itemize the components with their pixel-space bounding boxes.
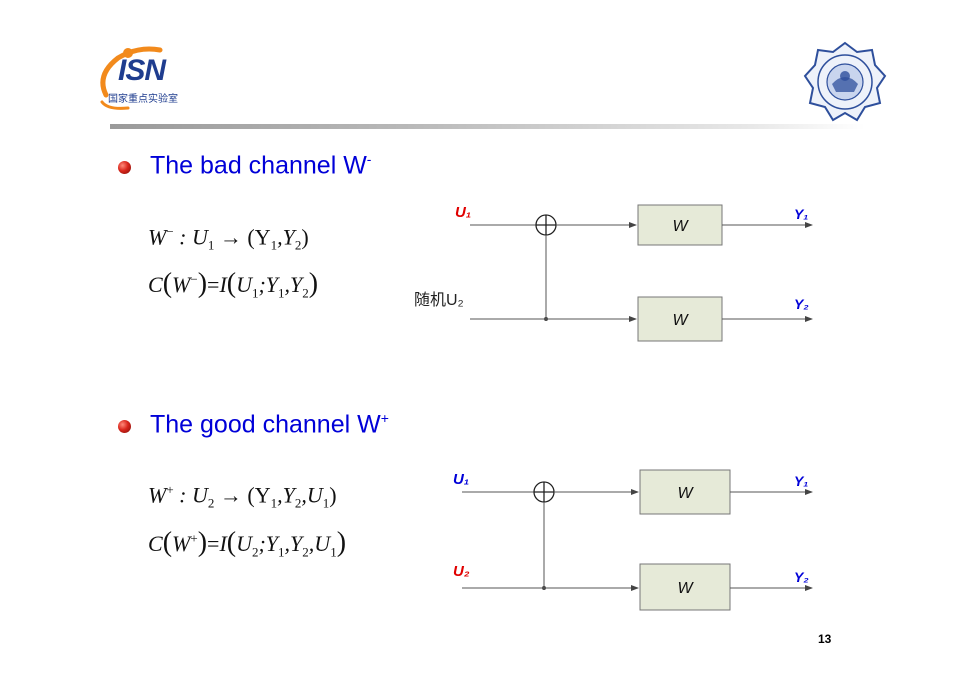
- section-heading-bad-channel: The bad channel W-: [150, 151, 371, 180]
- f-sub: 1: [251, 285, 259, 301]
- f-sym: W: [172, 531, 191, 556]
- f-sym: C: [148, 531, 163, 556]
- channel-box-bottom: [637, 296, 723, 342]
- f-sym: (: [226, 268, 237, 299]
- f-sym: : U: [173, 224, 208, 250]
- output-label-top: Y₁: [794, 206, 808, 222]
- f-sym: ): [336, 527, 347, 558]
- polar-diagram-good-channel: U₁ U₂ W W Y₁ Y₂: [453, 469, 813, 611]
- heading-text: The good channel W: [150, 410, 381, 439]
- f-sub: 1: [322, 495, 330, 511]
- f-sym: W: [172, 272, 191, 297]
- f-sub: 1: [330, 544, 337, 560]
- isn-logo-subtitle: 国家重点实验室: [108, 94, 178, 105]
- channel-box-top: [637, 204, 723, 246]
- f-sym: =: [207, 272, 220, 297]
- f-sup: −: [190, 271, 198, 287]
- f-sym: → (Y: [214, 482, 271, 508]
- xor-icon: [535, 214, 557, 236]
- f-sup: +: [190, 530, 198, 546]
- f-sym: (: [162, 527, 173, 558]
- channel-box-top-label: W: [677, 485, 694, 502]
- isn-logo-graphic: [100, 46, 163, 110]
- f-sym: U: [236, 272, 252, 297]
- f-sub: 2: [207, 495, 215, 511]
- f-sub: 1: [278, 544, 285, 560]
- channel-box-top: [639, 469, 731, 515]
- section-bullet-icon: [118, 420, 131, 433]
- formula-channel-definition-bad: W− : U1 → (Y1,Y2): [148, 224, 309, 254]
- f-sub: 2: [302, 285, 309, 301]
- f-sym: =: [207, 531, 220, 556]
- section-bullet-icon: [118, 161, 131, 174]
- isn-logo: ISN 国家重点实验室: [88, 40, 208, 122]
- f-sym: ;Y: [258, 272, 279, 297]
- input-label-top: U₁: [453, 471, 469, 488]
- f-sup: −: [166, 224, 174, 239]
- f-sub: 1: [207, 237, 215, 253]
- f-sym: ): [301, 224, 309, 250]
- f-sym: U: [236, 531, 252, 556]
- formula-channel-definition-good: W+ : U2 → (Y1,Y2,U1): [148, 482, 337, 512]
- f-sym: ): [329, 482, 337, 508]
- f-sub: 2: [294, 495, 302, 511]
- output-label-bottom: Y₂: [794, 296, 809, 312]
- f-sub: 1: [278, 285, 285, 301]
- output-label-top: Y₁: [794, 473, 808, 489]
- channel-box-bottom-label: W: [677, 580, 694, 597]
- f-sym: ): [197, 268, 208, 299]
- f-sub: 2: [294, 237, 302, 253]
- f-sym: W: [148, 482, 167, 508]
- output-label-bottom: Y₂: [794, 569, 809, 585]
- university-seal-icon: [802, 40, 888, 124]
- page-number: 13: [818, 632, 832, 646]
- input-label-bottom: 随机U₂: [414, 291, 464, 309]
- input-label-bottom: U₂: [453, 563, 470, 580]
- polar-diagram-bad-channel: U₁ 随机U₂ W W Y₁ Y₂: [414, 204, 813, 342]
- formula-capacity-good: C(W+)=I(U2;Y1,Y2,U1): [148, 527, 346, 560]
- f-sym: ;Y: [258, 531, 279, 556]
- f-sym: (: [162, 268, 173, 299]
- f-sub: 1: [270, 237, 278, 253]
- f-sym: ,Y: [277, 482, 295, 508]
- f-sym: ): [197, 527, 208, 558]
- f-sym: I: [219, 531, 227, 556]
- section-heading-good-channel: The good channel W+: [150, 410, 389, 439]
- input-label-top: U₁: [455, 204, 471, 221]
- f-sym: ): [308, 268, 319, 299]
- f-sym: W: [148, 224, 167, 250]
- f-sym: ,Y: [277, 224, 295, 250]
- heading-superscript: +: [380, 410, 389, 426]
- isn-logo-text: ISN: [118, 54, 166, 87]
- f-sym: : U: [173, 482, 208, 508]
- f-sup: +: [166, 482, 174, 497]
- f-sym: ,U: [308, 531, 331, 556]
- f-sub: 2: [302, 544, 309, 560]
- f-sym: → (Y: [214, 224, 271, 250]
- f-sym: ,Y: [284, 272, 303, 297]
- formula-capacity-bad: C(W−)=I(U1;Y1,Y2): [148, 268, 318, 301]
- f-sym: ,U: [301, 482, 323, 508]
- f-sym: C: [148, 272, 163, 297]
- channel-box-bottom-label: W: [672, 312, 689, 329]
- channel-box-top-label: W: [672, 218, 689, 235]
- channel-box-bottom: [639, 563, 731, 611]
- f-sub: 2: [251, 544, 259, 560]
- f-sym: ,Y: [284, 531, 303, 556]
- header-divider: [110, 124, 865, 129]
- f-sub: 1: [270, 495, 278, 511]
- f-sym: (: [226, 527, 237, 558]
- f-sym: I: [219, 272, 227, 297]
- xor-icon: [533, 481, 555, 503]
- heading-superscript: -: [366, 151, 372, 167]
- heading-text: The bad channel W: [150, 151, 367, 180]
